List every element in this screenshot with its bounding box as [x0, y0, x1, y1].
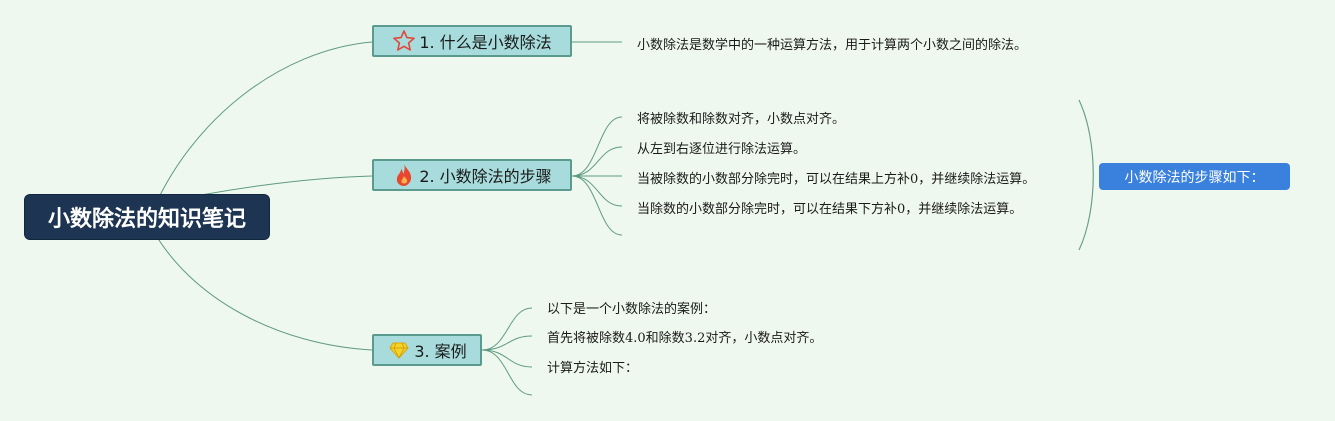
step-item: 将被除数和除数对齐，小数点对齐。 — [637, 112, 846, 127]
summary-bracket — [1078, 99, 1094, 251]
topic-label: 3. 案例 — [414, 342, 467, 361]
topic-division-steps[interactable]: 2. 小数除法的步骤 — [372, 159, 572, 191]
summary-text: 小数除法的步骤如下： — [1124, 169, 1265, 186]
connector-topic-3-example-4 — [481, 349, 533, 396]
root-node[interactable]: 小数除法的知识笔记 — [25, 195, 269, 239]
diamond-icon — [387, 338, 411, 362]
steps-summary-label[interactable]: 小数除法的步骤如下： — [1099, 163, 1290, 190]
connector-topic-3-example-2 — [481, 335, 533, 351]
example-item: 以下是一个小数除法的案例： — [547, 302, 717, 317]
step-item: 从左到右逐位进行除法运算。 — [637, 142, 807, 157]
fire-icon — [392, 163, 416, 187]
example-item: 计算方法如下： — [547, 361, 639, 376]
topic-label: 1. 什么是小数除法 — [419, 33, 552, 52]
connector-topic-2-step-5 — [571, 175, 623, 236]
topic-label: 2. 小数除法的步骤 — [419, 167, 552, 186]
topic-example[interactable]: 3. 案例 — [372, 334, 482, 366]
connector-root-topic-1 — [149, 41, 373, 218]
step-item: 当被除数的小数部分除完时，可以在结果上方补0，并继续除法运算。 — [637, 172, 1036, 187]
example-item: 首先将被除数4.0和除数3.2对齐，小数点对齐。 — [547, 331, 823, 346]
connector-topic-2-step-4 — [571, 175, 623, 207]
connector-topic-2-step-2 — [571, 146, 623, 177]
definition-text: 小数除法是数学中的一种运算方法，用于计算两个小数之间的除法。 — [637, 38, 1028, 53]
connector-root-topic-3 — [149, 224, 373, 351]
connector-topic-3-example-3 — [481, 349, 533, 368]
step-item: 当除数的小数部分除完时，可以在结果下方补0，并继续除法运算。 — [637, 202, 1023, 217]
connector-topic-2-step-1 — [571, 116, 623, 177]
topic-what-is-decimal-division[interactable]: 1. 什么是小数除法 — [372, 25, 572, 57]
connector-topic-3-example-1 — [481, 307, 533, 351]
root-title: 小数除法的知识笔记 — [47, 207, 246, 232]
star-icon — [392, 29, 416, 53]
